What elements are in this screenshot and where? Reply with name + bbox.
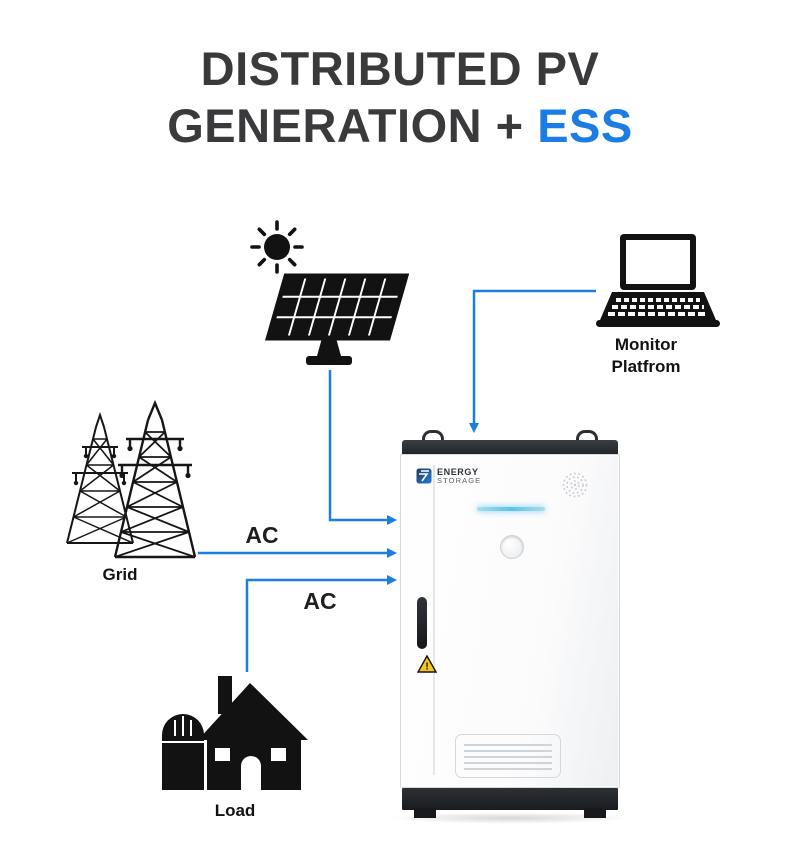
ac-load-label: AC: [303, 588, 337, 614]
brand-text: ENERGY STORAGE: [437, 467, 481, 486]
ess-logo-icon: [416, 468, 432, 484]
ess-cabinet: ENERGY STORAGE !: [388, 428, 632, 824]
house-icon: [155, 668, 320, 793]
monitor-label-line1: Monitor: [614, 335, 678, 354]
cabinet-foot: [414, 808, 436, 818]
laptop-icon: [590, 230, 725, 335]
title-line1-text: DISTRIBUTED PV: [200, 42, 600, 95]
brand-block: ENERGY STORAGE: [416, 467, 481, 486]
sun-icon: [242, 212, 312, 282]
door-handle: [417, 597, 427, 649]
load-label: Load: [214, 801, 256, 820]
grid-label: Grid: [102, 565, 138, 584]
arrow-monitor-to-ess: [469, 289, 596, 433]
arrow-solar-to-ess: [328, 370, 397, 525]
brand-line2: STORAGE: [437, 476, 482, 486]
cabinet-door: ENERGY STORAGE !: [400, 454, 620, 788]
ventilation-grille: [455, 734, 561, 778]
transmission-tower-icon: [40, 365, 210, 565]
ac-grid-label: AC: [245, 522, 279, 548]
speaker-grille-icon: [562, 472, 588, 498]
page-title: DISTRIBUTED PV GENERATION + ESS: [0, 40, 800, 155]
title-line2-text: GENERATION +: [167, 99, 524, 153]
lifting-hook-icon: [422, 430, 444, 446]
warning-icon: !: [417, 655, 437, 673]
title-line2: GENERATION + ESS: [0, 97, 800, 154]
brand-line1: ENERGY: [437, 467, 479, 477]
monitor-platform-label: Monitor Platfrom: [596, 334, 696, 378]
door-seam: [433, 465, 435, 775]
round-lock: [500, 535, 524, 559]
solar-panel-icon: [248, 268, 418, 378]
led-status-bar: [477, 507, 545, 511]
warning-mark: !: [425, 662, 428, 673]
lifting-hook-icon: [576, 430, 598, 446]
cabinet-foot: [584, 808, 606, 818]
title-line1: DISTRIBUTED PV: [0, 40, 800, 97]
monitor-label-line2: Platfrom: [611, 356, 681, 376]
title-ess-text: ESS: [537, 99, 633, 153]
cabinet-top-panel: [402, 440, 618, 454]
cabinet-base: [402, 788, 618, 810]
cabinet-shadow: [388, 812, 632, 824]
